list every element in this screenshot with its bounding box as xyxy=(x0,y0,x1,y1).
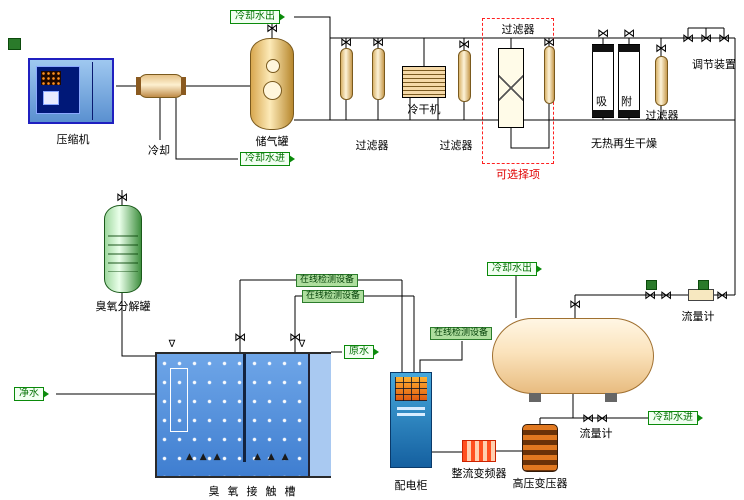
compressor-panel xyxy=(36,66,80,114)
exchanger-cap-left xyxy=(136,77,141,95)
valve-icon: ⋈ xyxy=(458,37,470,51)
compressor-gauge xyxy=(43,91,59,105)
cold-dryer-label: 冷干机 xyxy=(407,103,441,116)
filter-1 xyxy=(340,48,353,100)
compressor-label: 压缩机 xyxy=(56,133,90,146)
online-detection-banner-1: 在线检测设备 xyxy=(296,274,359,287)
rectifier-label: 整流变频器 xyxy=(451,467,507,480)
tower1-cap-top xyxy=(592,45,614,52)
generator-leg-left xyxy=(529,393,541,402)
contact-tank-label: 臭氧接触槽 xyxy=(208,485,304,498)
tank-outlet-channel xyxy=(308,354,331,476)
tower1-cap-bottom xyxy=(592,110,614,117)
valve-icon: ⋈ xyxy=(682,31,694,45)
optional-item-label: 可选择项 xyxy=(496,168,540,181)
hv-transformer xyxy=(522,424,558,472)
refrigerated-dryer xyxy=(402,66,446,98)
exchanger-cap-right xyxy=(181,77,186,95)
valve-icon: ⋈ xyxy=(266,21,278,35)
tank-baffle xyxy=(243,354,246,462)
valve-icon: ⋈ xyxy=(623,26,635,40)
tower2-cap-top xyxy=(618,45,640,52)
optional-filter-vessel xyxy=(498,48,524,128)
instrument-box-3 xyxy=(698,280,709,290)
flow-meter-label-bottom: 流量计 xyxy=(579,427,613,440)
cooler-heat-exchanger xyxy=(136,74,186,98)
tank-port-large xyxy=(263,81,282,100)
filter-label-optional: 过滤器 xyxy=(501,23,535,36)
compressor-divider xyxy=(92,62,93,120)
valve-icon: ⋈ xyxy=(582,411,594,425)
decomp-tank-label: 臭氧分解罐 xyxy=(95,300,151,313)
tank-inlet-pipe xyxy=(170,368,188,432)
cooling-water-out-banner-top: 冷却水出 xyxy=(230,10,285,24)
valve-icon: ⋈ xyxy=(644,288,656,302)
online-detection-banner-2: 在线检测设备 xyxy=(302,290,365,303)
ozone-generator-vessel xyxy=(492,318,654,402)
rectifier-inverter xyxy=(462,440,496,462)
cooling-label: 冷却 xyxy=(148,144,170,157)
raw-water-banner: 原水 xyxy=(344,345,379,359)
tank-port-small xyxy=(266,59,280,73)
filter-label-4: 过滤器 xyxy=(645,109,679,122)
storage-tank-label: 储气罐 xyxy=(255,135,289,148)
diffuser-icons-right: ▲ ▲ ▲ xyxy=(254,452,291,462)
valve-icon: ⋈ xyxy=(596,411,608,425)
valve-icon: ⋈ xyxy=(655,41,667,55)
clean-water-banner: 净水 xyxy=(14,387,49,401)
cooling-water-out-banner-bottom: 冷却水出 xyxy=(487,262,542,276)
valve-icon: ⋈ xyxy=(234,330,246,344)
flow-meter-label-top: 流量计 xyxy=(681,310,715,323)
cabinet-vent-1 xyxy=(397,407,425,410)
regulator-label: 调节装置 xyxy=(692,58,736,71)
ozone-decomposition-tank xyxy=(104,205,142,293)
filter-2 xyxy=(372,48,385,100)
air-storage-tank xyxy=(250,38,294,130)
cabinet-indicator-panel xyxy=(395,377,427,401)
tower2-cap-bottom xyxy=(618,110,640,117)
valve-icon: ⋈ xyxy=(700,31,712,45)
diffuser-icons-left: ▲ ▲ ▲ xyxy=(186,452,223,462)
water-level-icon: ∇ xyxy=(168,339,176,350)
adsorption-label: 吸附 xyxy=(596,95,646,108)
online-detection-banner-3: 在线检测设备 xyxy=(430,327,493,340)
cooling-water-in-banner-bottom: 冷却水进 xyxy=(648,411,703,425)
filter-3 xyxy=(458,50,471,102)
flow-meter-body-top xyxy=(688,289,714,301)
filter-label-2: 过滤器 xyxy=(439,139,473,152)
hv-transformer-label: 高压变压器 xyxy=(512,477,568,490)
cabinet-vent-2 xyxy=(397,413,425,416)
valve-icon: ⋈ xyxy=(289,330,301,344)
valve-icon: ⋈ xyxy=(543,35,555,49)
valve-icon: ⋈ xyxy=(716,288,728,302)
dryer-tower-1 xyxy=(592,44,614,118)
valve-icon: ⋈ xyxy=(569,297,581,311)
valve-icon: ⋈ xyxy=(116,190,128,204)
water-level-icon: ∇ xyxy=(298,339,306,350)
decomp-tank-coil xyxy=(108,228,138,272)
valve-icon: ⋈ xyxy=(597,26,609,40)
filter-4 xyxy=(655,56,668,106)
instrument-box-2 xyxy=(646,280,657,290)
valve-icon: ⋈ xyxy=(340,35,352,49)
compressor-unit xyxy=(28,58,114,124)
power-cabinet xyxy=(390,372,432,468)
compressor-display xyxy=(41,71,61,85)
filter-thin xyxy=(544,46,555,104)
valve-icon: ⋈ xyxy=(718,31,730,45)
filter-label-1: 过滤器 xyxy=(355,139,389,152)
generator-leg-right xyxy=(605,393,617,402)
dryer-tower-2 xyxy=(618,44,640,118)
cooling-water-in-banner-mid: 冷却水进 xyxy=(240,152,295,166)
instrument-box-1 xyxy=(8,38,21,50)
valve-icon: ⋈ xyxy=(660,288,672,302)
valve-icon: ⋈ xyxy=(372,35,384,49)
ozone-contact-tank xyxy=(155,352,331,478)
heatless-dryer-label: 无热再生干燥 xyxy=(591,137,657,150)
power-cabinet-label: 配电柜 xyxy=(394,479,428,492)
